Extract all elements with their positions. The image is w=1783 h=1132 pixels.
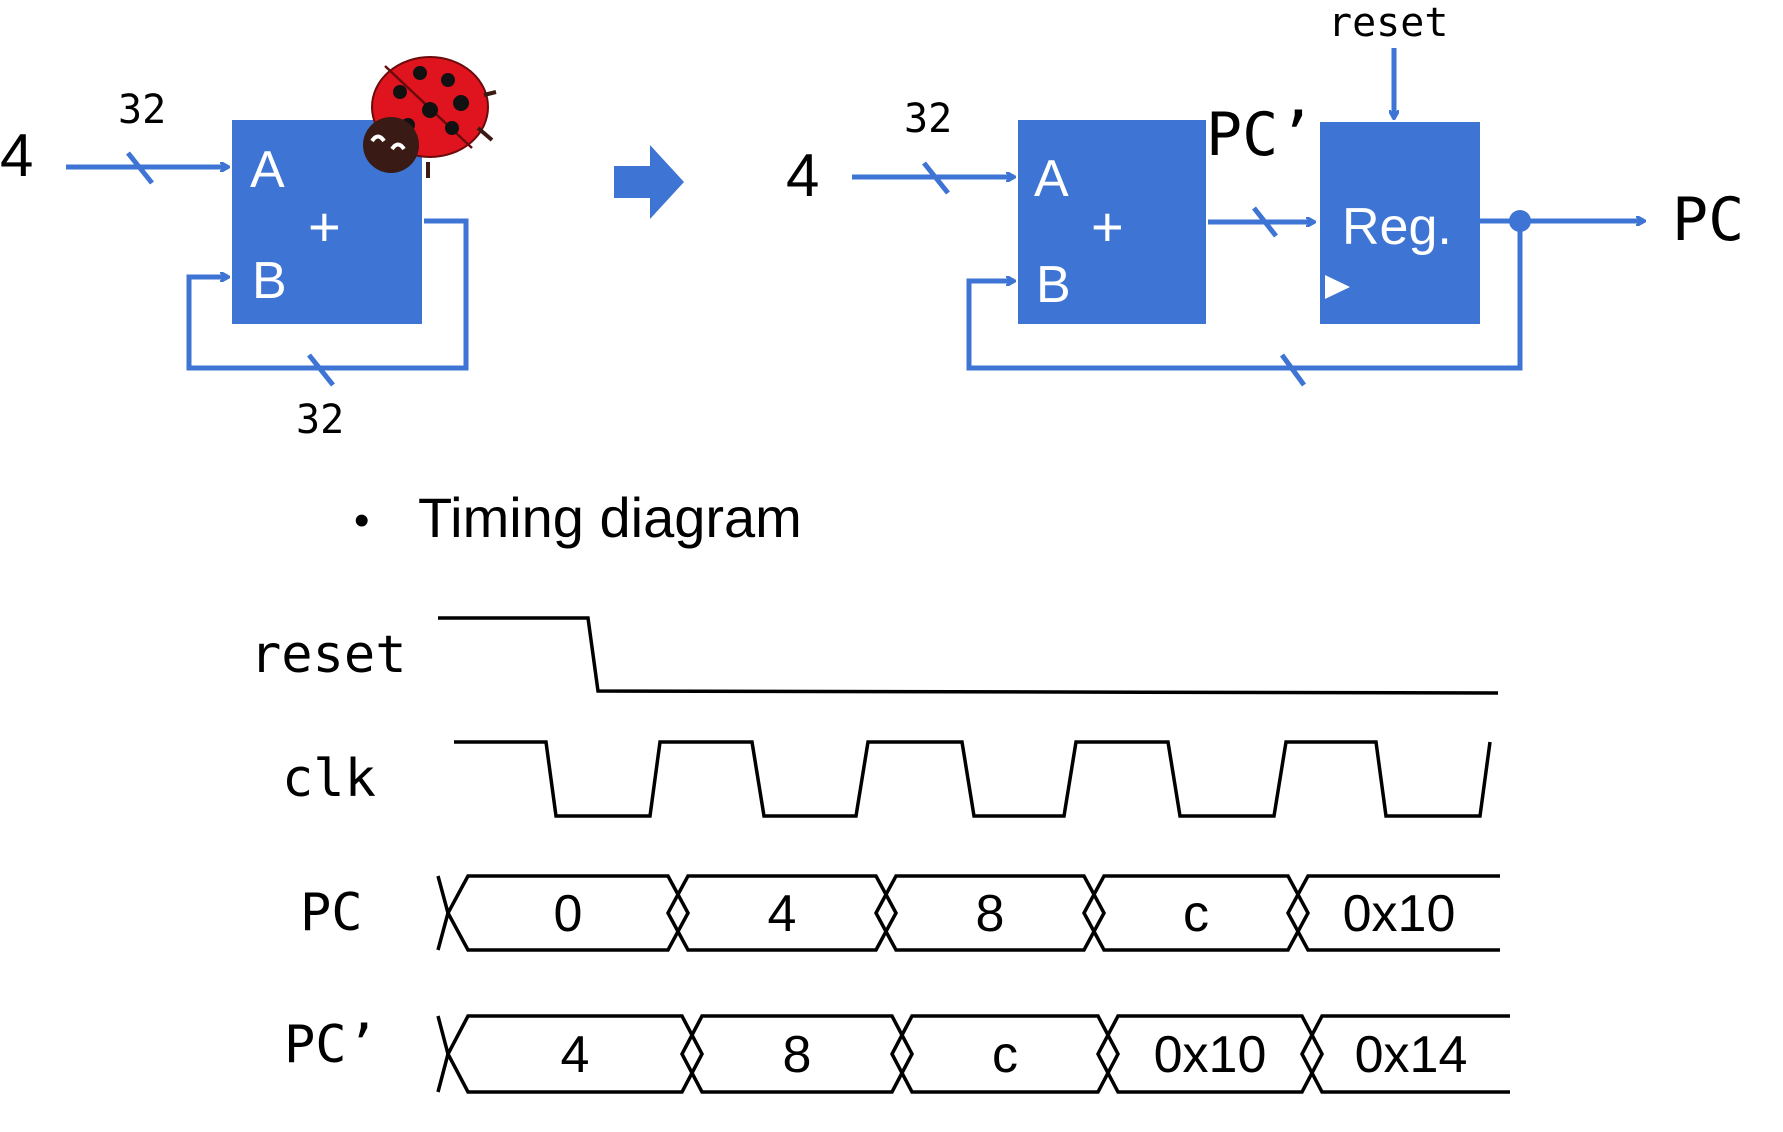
right-input-width: 32 [904,96,952,142]
right-adder-port-a: A [1034,150,1069,208]
right-adder-op: + [1091,195,1124,258]
right-circuit: 4 32 A + B PC’ reset Reg. PC [786,0,1744,387]
clk-signal-label: clk [282,749,376,809]
left-adder-port-b: B [252,252,287,310]
clock-input-triangle-icon [1325,275,1350,299]
register-block [1320,122,1480,324]
register-label: Reg. [1342,198,1452,256]
left-feedback-wire [186,218,469,371]
bus-value-label: c [992,1026,1018,1084]
bus-value-cell [1286,874,1500,952]
bus-value-cell [1096,1014,1324,1094]
bus-value-label: 0x10 [1343,885,1456,943]
left-input-value: 4 [0,122,33,189]
reset-waveform [438,616,1499,695]
bus-value-cell [874,874,1106,952]
clk-waveform [454,740,1492,818]
bus-value-cell [1300,1014,1510,1094]
ladybug-bug-icon [363,56,497,178]
right-adder-port-b: B [1036,256,1071,314]
timing-diagram: • Timing diagram reset clk PC 0 4 8 c 0x10 P… [250,486,1510,1094]
pc-next-signal-label: PC’ [284,1015,378,1075]
pc-next-bus-waveform: 4 8 c 0x10 0x14 [436,1014,1510,1094]
bus-value-label: 4 [561,1026,590,1084]
timing-diagram-title: Timing diagram [418,486,802,549]
left-input-width-slash [126,151,154,185]
bus-value-label: 0 [554,885,583,943]
left-feedback-width-slash [307,353,335,387]
bus-value-label: 8 [783,1026,812,1084]
bus-value-label: 4 [768,885,797,943]
pc-bus-waveform: 0 4 8 c 0x10 [436,874,1500,952]
bus-value-cell [680,1014,914,1094]
right-arrow-icon [614,145,684,219]
bus-value-label: 8 [976,885,1005,943]
right-adder-block [1018,120,1206,324]
right-feedback-wire [966,221,1523,371]
bus-value-label: 0x10 [1154,1026,1267,1084]
right-input-value: 4 [786,142,819,209]
bullet-marker: • [354,496,369,545]
right-feedback-width-slash [1279,353,1307,387]
bus-value-cell [446,1014,704,1094]
bus-value-cell [890,1014,1120,1094]
adder-to-reg-width-slash [1252,206,1278,238]
pc-signal-label: PC [300,883,363,943]
bus-value-cell [446,874,690,952]
bus-value-label: 0x14 [1355,1026,1468,1084]
reset-signal-label: reset [250,625,407,685]
left-feedback-width: 32 [296,397,344,443]
right-input-width-slash [922,161,950,195]
left-adder-op: + [308,195,341,258]
pc-output-label: PC [1672,185,1744,255]
left-adder-port-a: A [250,141,285,199]
next-pc-label: PC’ [1206,100,1314,170]
left-input-width: 32 [118,87,166,133]
bus-value-cell [1082,874,1310,952]
bus-value-cell [666,874,898,952]
bus-value-label: c [1183,885,1209,943]
reg-reset-label: reset [1328,0,1448,46]
left-circuit: 4 32 A + B 32 [0,56,497,443]
